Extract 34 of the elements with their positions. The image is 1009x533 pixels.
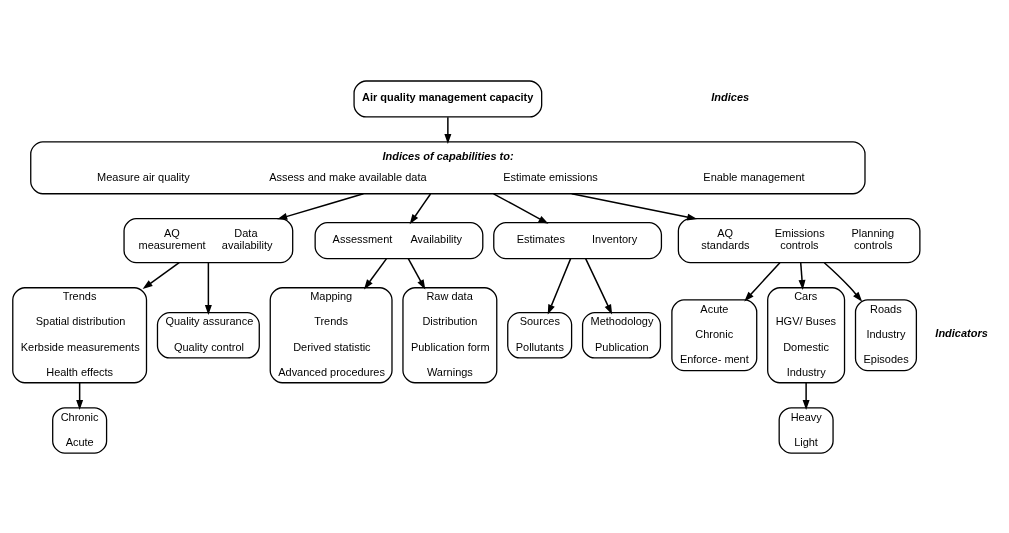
arrow [802, 381, 810, 410]
arrow [363, 257, 388, 289]
node-box: AQ measurement Data availability [123, 217, 294, 263]
node-box: AQ standards Emissions controls Planning controls [677, 217, 921, 263]
node-box: Heavy Light [778, 406, 834, 454]
arrow [204, 261, 212, 315]
arrow [547, 257, 572, 315]
label: Indicators [935, 326, 988, 339]
node-box: Trends Spatial distribution Kerbside measurements Health effects [12, 286, 148, 383]
label: Indices [711, 90, 750, 103]
node-box: Acute Chronic Enforce- ment [671, 298, 758, 371]
arrow [277, 192, 365, 220]
node-box: Mapping Trends Derived statistic Advanced procedures [269, 286, 393, 383]
node-box: Cars HGV/ Buses Domestic Industry [767, 286, 846, 383]
arrow [492, 192, 549, 224]
arrow [584, 257, 613, 314]
arrow [407, 257, 426, 290]
arrow [744, 261, 781, 302]
node-box: Indices of capabilities to: Measure air quality Assess and make available data Estimate emissions Enable management [30, 140, 866, 194]
node-box: Chronic Acute [52, 406, 108, 454]
node-box: Estimates Inventory [493, 221, 663, 259]
arrow [823, 261, 863, 302]
node-box: Roads Industry Episodes [854, 298, 918, 371]
node-box: Sources Pollutants [507, 311, 573, 359]
node-box: Air quality management capacity [353, 79, 543, 118]
arrow [798, 261, 806, 290]
node-box: Quality assurance Quality control [156, 311, 260, 359]
arrow [409, 192, 432, 224]
node-box: Raw data Distribution Publication form Warnings [402, 286, 498, 383]
node-box: Assessment Availability [314, 221, 484, 259]
arrow [444, 115, 452, 144]
arrow [570, 192, 698, 221]
node-box: Methodology Publication [581, 311, 662, 359]
arrow [142, 261, 180, 289]
